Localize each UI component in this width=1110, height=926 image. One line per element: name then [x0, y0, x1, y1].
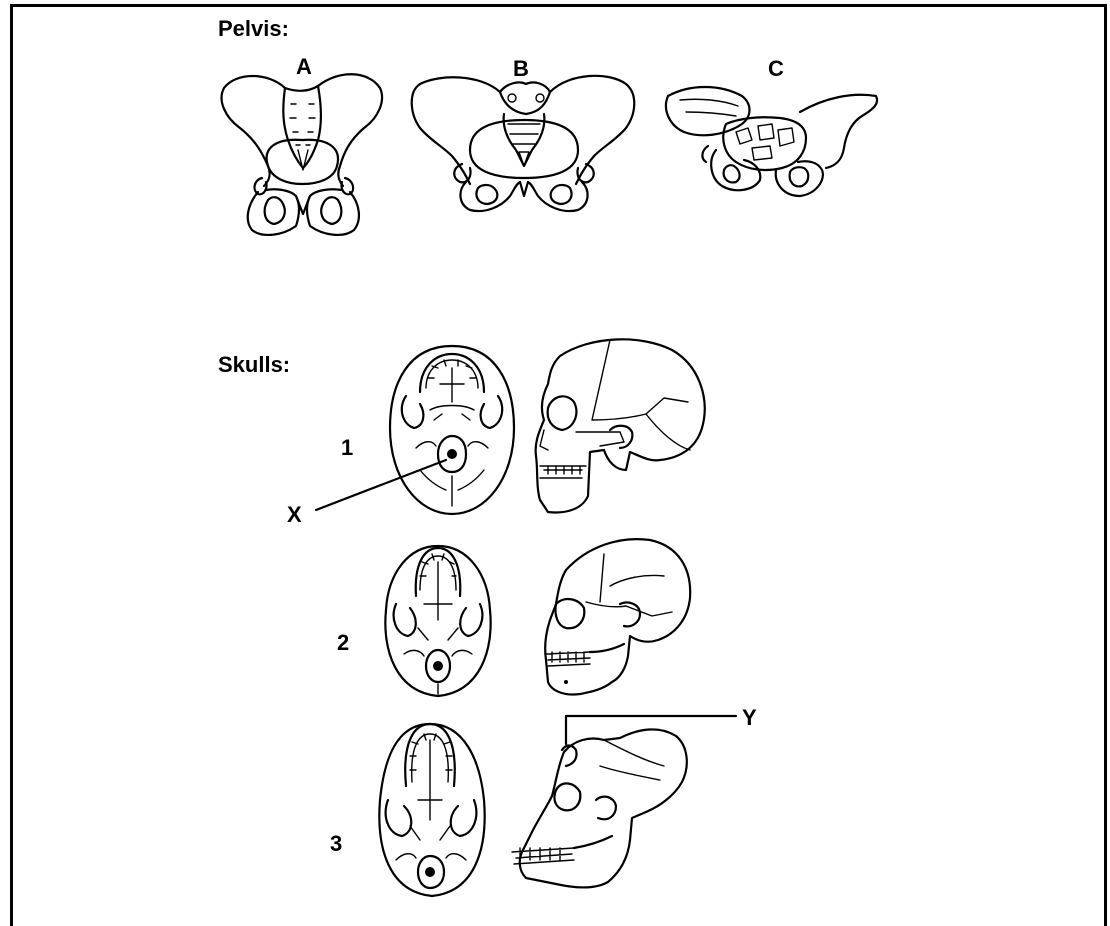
- skull-2-base-drawing: [385, 546, 490, 696]
- skull-1-base-drawing: [390, 346, 514, 514]
- skull-1-side-drawing: [536, 339, 705, 512]
- pelvis-c-drawing: [666, 87, 877, 196]
- skull-3-side-drawing: [512, 729, 687, 887]
- pelvis-a-drawing: [222, 74, 382, 235]
- pointer-line-x: [316, 460, 446, 510]
- pelvis-b-drawing: [412, 76, 635, 211]
- skull-2-side-drawing: [545, 539, 690, 694]
- skull-3-base-drawing: [379, 724, 484, 896]
